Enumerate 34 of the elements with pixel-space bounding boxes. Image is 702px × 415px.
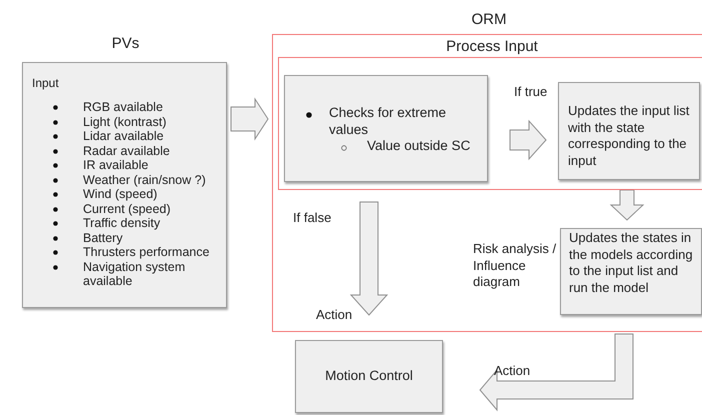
process-box bbox=[284, 75, 488, 182]
list-item: Thrusters performance bbox=[83, 245, 210, 260]
list-item: RGB available bbox=[83, 100, 164, 114]
list-item: Radar available bbox=[83, 144, 171, 158]
block-arrow bbox=[479, 334, 634, 412]
list-item: Light (kontrast) bbox=[83, 114, 168, 129]
list-item: Weather (rain/snow ?) bbox=[83, 172, 207, 187]
box-heading: Input bbox=[32, 76, 59, 90]
list-item: Battery bbox=[83, 230, 124, 245]
box-label: Updates the input list with the state corresponding to the input bbox=[568, 103, 690, 169]
list-item: Navigation system available bbox=[83, 260, 186, 288]
list-item: Wind (speed) bbox=[83, 187, 158, 202]
box-label: Updates the states in the models according to the input list and run the model bbox=[569, 230, 694, 296]
list-item: Lidar available bbox=[83, 129, 165, 144]
box-label: Motion Control bbox=[325, 368, 413, 385]
process-box bbox=[558, 82, 700, 180]
list-item: IR available bbox=[83, 158, 150, 172]
edge-label: If false bbox=[293, 210, 332, 226]
list-item: Traffic density bbox=[83, 216, 162, 230]
frame-title: Process Input bbox=[445, 38, 539, 56]
side-note: Risk analysis / Influence diagram bbox=[473, 241, 558, 290]
block-arrow bbox=[610, 190, 644, 221]
block-arrow bbox=[230, 97, 269, 141]
list-item: Checks for extreme values bbox=[329, 105, 448, 138]
frame-title: ORM bbox=[470, 11, 508, 29]
block-arrow bbox=[350, 202, 388, 316]
box-title: PVs bbox=[110, 35, 140, 53]
edge-label: Action bbox=[494, 363, 530, 379]
note-label: Action bbox=[316, 307, 352, 323]
edge-label: If true bbox=[514, 84, 548, 100]
process-box bbox=[295, 340, 443, 413]
list-item: Value outside SC bbox=[367, 138, 472, 154]
block-arrow bbox=[510, 120, 547, 160]
list-item: Current (speed) bbox=[83, 202, 172, 216]
